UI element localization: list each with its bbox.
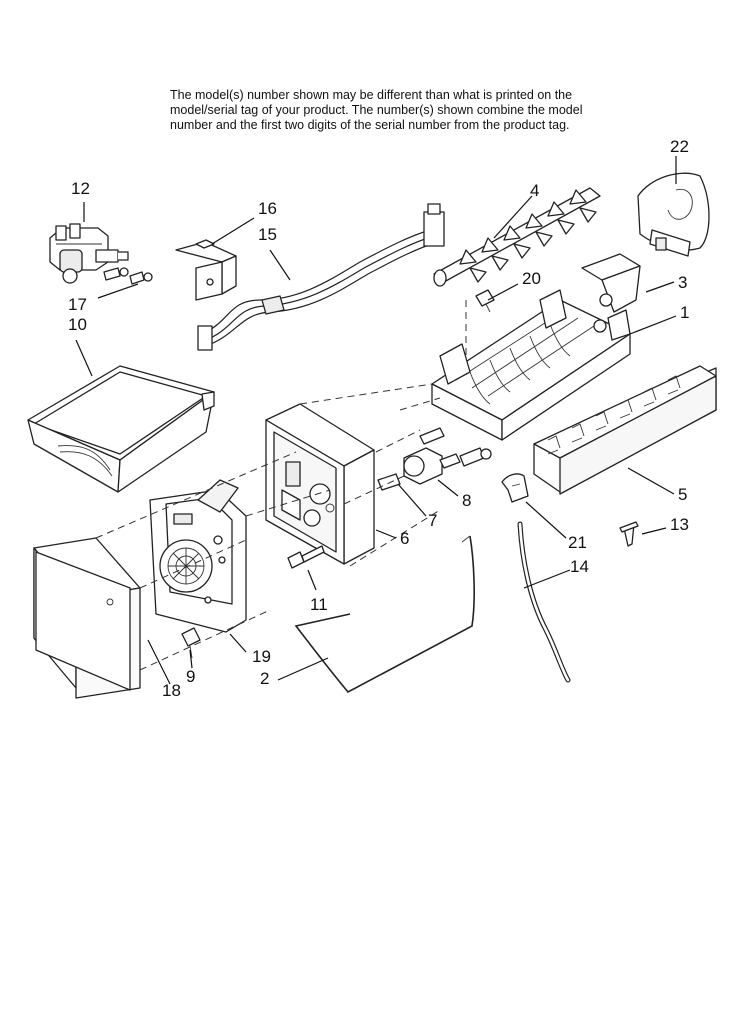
- part-control-housing[interactable]: [265, 403, 375, 565]
- callout-2: 2: [260, 669, 269, 688]
- note-line-3: number and the first two digits of the s…: [170, 118, 570, 132]
- part-ejector[interactable]: [433, 187, 601, 287]
- callout-14: 14: [570, 557, 589, 576]
- callout-10: 10: [68, 315, 87, 334]
- callout-11: 11: [310, 595, 328, 614]
- part-valve-screws[interactable]: [103, 267, 153, 285]
- part-ice-mold[interactable]: [431, 289, 631, 441]
- part-screw-9[interactable]: [181, 627, 201, 659]
- callout-13: 13: [670, 515, 689, 534]
- model-number-note: The model(s) number shown may be differe…: [170, 88, 630, 133]
- callout-16: 16: [258, 199, 277, 218]
- part-harness-bracket[interactable]: [175, 239, 237, 301]
- callout-12: 12: [71, 179, 90, 198]
- part-water-valve[interactable]: [49, 223, 129, 284]
- leader-lines: [75, 156, 677, 685]
- part-front-cover[interactable]: [533, 365, 717, 495]
- callout-21: 21: [568, 533, 587, 552]
- callout-9: 9: [186, 667, 195, 686]
- callout-3: 3: [678, 273, 687, 292]
- part-shaft-7[interactable]: [377, 473, 401, 491]
- part-motor-plate[interactable]: [149, 479, 247, 633]
- callout-19: 19: [252, 647, 271, 666]
- callout-numbers: 12 17 10 16 15 4 22 3 20 1 5 13 21 14 8 …: [68, 137, 689, 700]
- part-screw-20[interactable]: [475, 289, 495, 313]
- part-plug-13[interactable]: [619, 521, 639, 547]
- callout-1: 1: [680, 303, 689, 322]
- part-ice-storage-bin[interactable]: [27, 365, 215, 493]
- part-fill-cup[interactable]: [637, 172, 710, 257]
- part-ice-maker-cover[interactable]: [33, 537, 141, 699]
- part-fill-tube[interactable]: [517, 521, 571, 683]
- part-shutoff-arm[interactable]: [294, 535, 475, 694]
- callout-18: 18: [162, 681, 181, 700]
- part-wire-harness[interactable]: [197, 203, 445, 351]
- callout-4: 4: [530, 181, 539, 200]
- callout-8: 8: [462, 491, 471, 510]
- part-bearing-3[interactable]: [581, 253, 641, 313]
- part-thermostat-8[interactable]: [403, 447, 461, 485]
- part-screw-11[interactable]: [287, 545, 325, 569]
- callout-5: 5: [678, 485, 687, 504]
- callout-15: 15: [258, 225, 277, 244]
- callout-17: 17: [68, 295, 87, 314]
- callout-6: 6: [400, 529, 409, 548]
- part-clip-21[interactable]: [501, 473, 529, 503]
- callout-22: 22: [670, 137, 689, 156]
- part-connectors[interactable]: [419, 427, 492, 467]
- note-line-2: model/serial tag of your product. The nu…: [170, 103, 583, 117]
- callout-20: 20: [522, 269, 541, 288]
- callout-7: 7: [428, 511, 437, 530]
- note-line-1: The model(s) number shown may be differe…: [170, 88, 573, 102]
